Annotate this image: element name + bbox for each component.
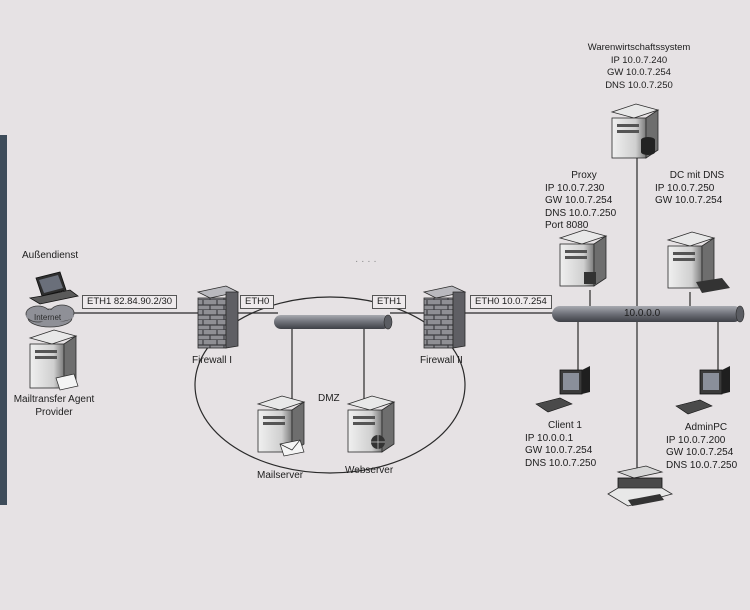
dc-server-icon [666,231,730,293]
adminpc-dns: DNS 10.0.7.250 [666,459,738,471]
dmz-zone [194,296,466,474]
client1-label: Client 1 IP 10.0.0.1 GW 10.0.7.254 DNS 1… [525,420,615,470]
laptop-icon [28,271,79,305]
firewall2-brick-icon [422,285,467,349]
warenwirtschaft-dns: DNS 10.0.7.250 [605,79,673,91]
proxy-server-icon [558,229,608,287]
aussendienst-label: Außendienst [22,250,79,261]
mailserver-icon [256,395,306,457]
adminpc-gw: GW 10.0.7.254 [666,447,734,458]
lan-cable [552,305,745,323]
adminpc-name: AdminPC [684,422,728,433]
client1-ip: IP 10.0.0.1 [525,432,574,444]
webserver-icon [346,395,396,453]
dc-ip: IP 10.0.7.250 [655,182,715,194]
client1-pc-icon [535,366,590,413]
client1-dns: DNS 10.0.7.250 [525,457,597,469]
eth1-outer-box: ETH1 82.84.90.2/30 [82,295,178,309]
proxy-ip: IP 10.0.7.230 [545,182,605,194]
mta-provider: Provider [35,406,73,418]
warenwirtschaft-name: Warenwirtschaftssystem [587,42,691,53]
mta-label: Mailtransfer Agent Provider [6,394,102,419]
dmz-cable [274,314,393,330]
eth1-fw2-box: ETH1 [372,295,407,309]
adminpc-ip: IP 10.0.7.200 [666,434,726,446]
adminpc-pc-icon [675,366,730,415]
internet-label: Internet [34,313,62,322]
dmz-label: DMZ [318,393,340,404]
proxy-port: Port 8080 [545,220,589,231]
warenwirtschaft-ip: IP 10.0.7.240 [610,54,668,66]
eth0-fw2-box: ETH0 10.0.7.254 [470,295,552,309]
proxy-name: Proxy [571,170,597,181]
printer-icon [607,465,674,507]
client1-gw: GW 10.0.7.254 [525,445,593,456]
lan-network-label: 10.0.0.0 [624,308,661,319]
adminpc-label: AdminPC IP 10.0.7.200 GW 10.0.7.254 DNS … [666,422,750,472]
internet-cloud-icon [25,304,75,328]
mta-name: Mailtransfer Agent [13,394,95,405]
mailserver-label: Mailserver [257,470,304,481]
warenwirtschaft-server-icon [610,103,660,159]
dc-name: DC mit DNS [669,170,725,181]
firewall1-brick-icon [196,285,240,349]
webserver-label: Webserver [345,465,394,476]
left-edge-bar [0,135,7,505]
firewall1-label: Firewall I [192,355,233,366]
dc-gw: GW 10.0.7.254 [655,195,723,206]
faint-dots: · · · · [355,256,377,267]
proxy-gw: GW 10.0.7.254 [545,195,613,206]
client1-name: Client 1 [548,420,582,431]
proxy-label: Proxy IP 10.0.7.230 GW 10.0.7.254 DNS 10… [545,170,635,233]
mta-server-icon [28,329,79,391]
warenwirtschaft-label: Warenwirtschaftssystem IP 10.0.7.240 GW … [575,42,703,92]
firewall2-label: Firewall II [420,355,463,366]
dc-label: DC mit DNS IP 10.0.7.250 GW 10.0.7.254 [655,170,745,208]
eth0-fw1-box: ETH0 [240,295,275,309]
warenwirtschaft-gw: GW 10.0.7.254 [607,67,671,78]
proxy-dns: DNS 10.0.7.250 [545,207,617,219]
